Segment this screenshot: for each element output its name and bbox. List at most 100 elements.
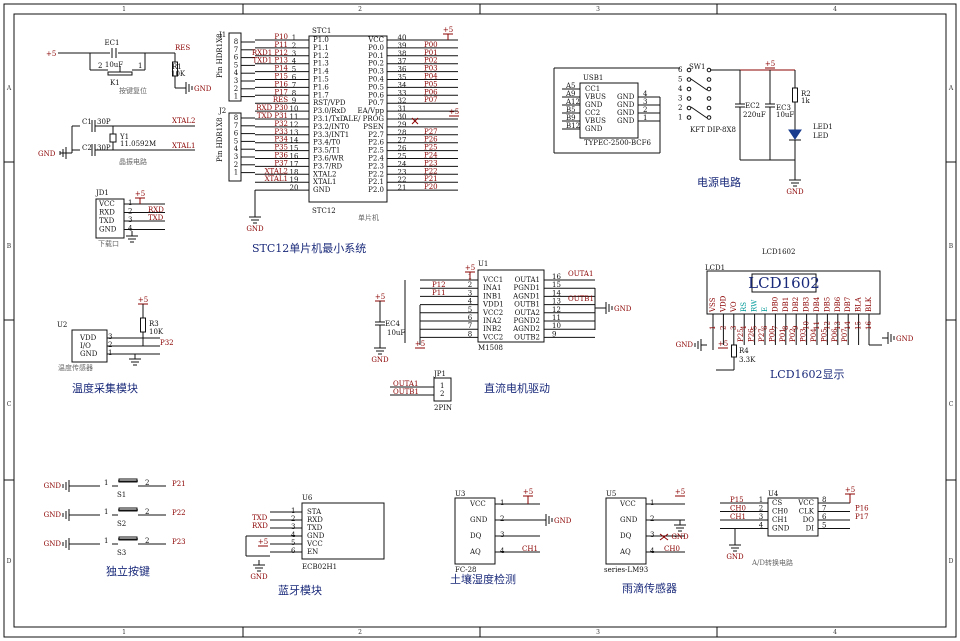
lcd-pin-name: BLK xyxy=(865,296,873,312)
pin-net: P27 xyxy=(424,128,438,136)
usb-pin-number: 4 xyxy=(643,90,648,98)
switch-pin: 2 xyxy=(678,104,682,112)
vcc-label: +5 xyxy=(375,293,385,301)
adc-pin-name: DO xyxy=(803,516,815,524)
motor-pin-name: OUTA2 xyxy=(515,309,540,317)
pin-net: P04 xyxy=(424,73,438,81)
pin-number: 6 xyxy=(292,74,297,82)
pin-name: P2.7 xyxy=(368,131,384,139)
pin-name: P3.6/WR xyxy=(313,155,344,163)
lcd-pin-number: 13 xyxy=(834,321,842,330)
key-actuator xyxy=(118,478,138,483)
ground-label: GND xyxy=(786,188,804,196)
adc-body xyxy=(767,497,819,537)
pin-net: P23 xyxy=(424,159,438,167)
header-pin: 7 xyxy=(234,46,238,54)
bt-ref: U6 xyxy=(302,494,313,502)
pin-name: P3.1/TxD xyxy=(313,115,346,123)
switch-contact xyxy=(706,115,712,120)
usb-pin-number: B9 xyxy=(566,114,576,122)
pin-net: P10 xyxy=(274,33,288,41)
adc-pin-name: CH1 xyxy=(772,516,788,524)
jd1-pin-name: VCC xyxy=(98,200,115,208)
rain-pin-number: 2 xyxy=(650,515,654,523)
lcd-name-box xyxy=(751,273,817,293)
temp-pin-name: GND xyxy=(80,350,98,358)
motor-pin-number: 9 xyxy=(552,330,556,338)
adc-pin-number: 7 xyxy=(822,505,826,513)
lcd-body xyxy=(706,270,881,315)
header-pin: 2 xyxy=(234,85,238,93)
switch-contact xyxy=(706,105,712,111)
lcd-pin-number: 10 xyxy=(803,321,811,330)
header-j1 xyxy=(228,32,242,102)
usb-body xyxy=(579,82,639,139)
lcd-display: LCD1602LCD1LCD1602VSS1VDD2VO3RS4RW5E6DB0… xyxy=(676,248,914,381)
column-index-bottom: 3 xyxy=(596,629,600,636)
switch-pin-number: 2 xyxy=(98,62,102,70)
rain-pin-name: AQ xyxy=(619,548,631,556)
motor-pin-number: 4 xyxy=(468,298,473,306)
soil-pin-number: 3 xyxy=(500,531,504,539)
row-index-right: A xyxy=(948,85,954,92)
resistor-r3 xyxy=(140,317,146,333)
ground-label: GND xyxy=(671,533,689,541)
led-value: LED xyxy=(813,132,829,140)
switch-pin-number: 1 xyxy=(138,62,142,70)
jd1-pin-number: 1 xyxy=(128,199,132,207)
pin-number: 29 xyxy=(398,121,407,129)
adc-pin-name: DI xyxy=(806,525,815,533)
lcd-pin-name: RS xyxy=(740,302,748,312)
ec3-value: 10uF xyxy=(776,111,794,119)
key-net: P21 xyxy=(172,480,186,488)
lcd-pin-number: 4 xyxy=(740,325,748,330)
lcd-pin-name: VO xyxy=(730,301,738,313)
adc-net: P16 xyxy=(855,505,869,513)
adc-pin-number: 6 xyxy=(822,513,827,521)
lcd-net: P06 xyxy=(831,328,839,342)
rain-body xyxy=(605,497,647,565)
lcd-pin-name: VDD xyxy=(719,295,727,313)
pin-name: P1.2 xyxy=(313,52,329,60)
pin-name: P3.3/INT1 xyxy=(313,131,349,139)
pin-net: P35 xyxy=(274,144,288,152)
motor-pin-name: AGND1 xyxy=(512,292,540,300)
pin-net: P14 xyxy=(274,65,288,73)
adc-net: CH0 xyxy=(730,505,746,513)
motor-pin-number: 11 xyxy=(552,314,561,322)
header-pin: 3 xyxy=(234,77,238,85)
r4-value: 3.3K xyxy=(739,356,756,364)
lcd-name: LCD1602 xyxy=(748,274,820,292)
pin-number: 14 xyxy=(290,137,299,145)
column-index-top: 2 xyxy=(358,6,362,13)
pin-number: 18 xyxy=(290,168,299,176)
motor-pin-name: OUTA1 xyxy=(515,276,540,284)
switch-contact xyxy=(686,86,692,92)
usb-pin-number: B5 xyxy=(566,106,576,114)
temp-pin-number: 3 xyxy=(108,333,112,341)
row-index-right: D xyxy=(949,558,954,565)
motor-pin-name: VCC2 xyxy=(482,309,503,317)
pin-net: P21 xyxy=(424,175,438,183)
soil-pin-name: DQ xyxy=(470,532,482,540)
pin-number: 8 xyxy=(292,89,296,97)
jd1-body xyxy=(95,198,125,239)
pin-net: XTAL1 xyxy=(265,175,288,183)
lcd-title: LCD1602显示 xyxy=(770,368,845,381)
lcd-pin-name: DB3 xyxy=(803,297,811,312)
motor-pin-name: INA1 xyxy=(483,284,501,292)
pin-number: 22 xyxy=(398,176,407,184)
bt-pin-number: 6 xyxy=(291,547,296,555)
adc-title: A/D转换电路 xyxy=(751,558,793,567)
bt-pin-name: RXD xyxy=(307,516,323,524)
keys-title: 独立按键 xyxy=(106,564,150,578)
temp-title: 温度采集模块 xyxy=(72,381,138,395)
lcd-net: P04 xyxy=(810,328,818,342)
row-index-right: B xyxy=(949,243,954,250)
switch-actuator xyxy=(107,71,133,76)
lcd-pin-number: 5 xyxy=(751,326,759,330)
